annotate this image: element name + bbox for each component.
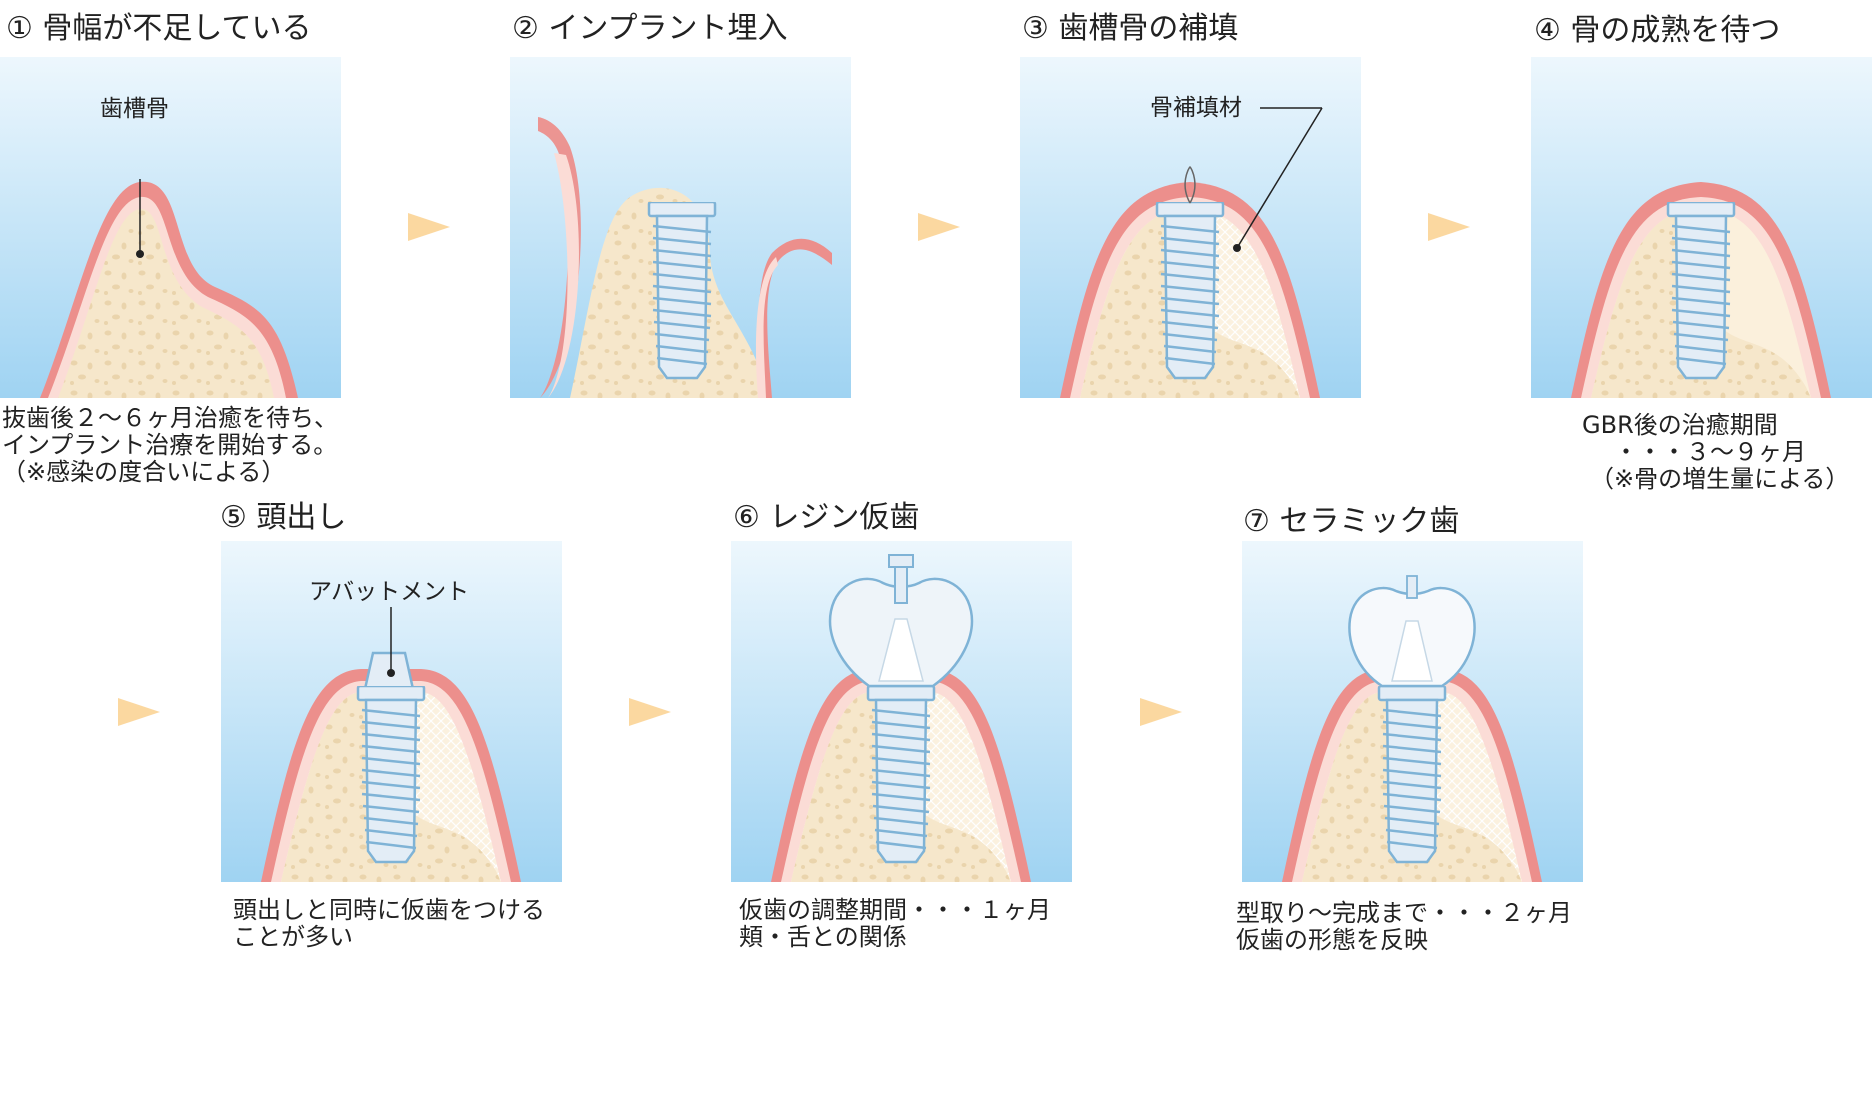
implant-screw-icon (1377, 686, 1447, 864)
step-6-caption: 仮歯の調整期間・・・１ヶ月 頬・舌との関係 (739, 897, 1051, 951)
implant-screw-icon (1666, 202, 1736, 380)
step-3-illustration: 骨補填材 (1020, 57, 1361, 398)
step-5-label: アバットメント (309, 579, 469, 605)
implant-screw-icon (647, 202, 717, 380)
caption-line: ことが多い (233, 923, 353, 951)
caption-line: 型取り〜完成まで・・・２ヶ月 (1236, 899, 1572, 927)
arrow-right-icon (629, 698, 671, 726)
caption-line: 抜歯後２〜６ヶ月治癒を待ち、 (2, 404, 338, 432)
step-3-label: 骨補填材 (1150, 95, 1242, 121)
implant-screw-icon (1155, 202, 1225, 380)
step-1-caption: 抜歯後２〜６ヶ月治癒を待ち、 インプラント治療を開始する。 （※感染の度合いによ… (2, 405, 338, 486)
arrow-right-icon (1140, 698, 1182, 726)
step-7-caption: 型取り〜完成まで・・・２ヶ月 仮歯の形態を反映 (1236, 900, 1572, 954)
step-4-title: ④ 骨の成熟を待つ (1534, 13, 1781, 48)
caption-line: （※骨の増生量による） (1590, 465, 1850, 493)
step-4-illustration (1531, 57, 1872, 398)
caption-line: インプラント治療を開始する。 (2, 431, 338, 459)
step-1-title: ① 骨幅が不足している (6, 11, 312, 46)
arrow-right-icon (1428, 213, 1470, 241)
implant-screw-icon (356, 686, 426, 864)
suture-icon (1184, 165, 1196, 204)
step-1-illustration: 歯槽骨 (0, 57, 341, 398)
arrow-right-icon (918, 213, 960, 241)
step-4-caption: GBR後の治癒期間 ・・・３〜９ヶ月 （※骨の増生量による） (1582, 412, 1849, 493)
caption-line: 頭出しと同時に仮歯をつける (233, 896, 545, 924)
step-5-illustration: アバットメント (221, 541, 562, 882)
caption-line: ・・・３〜９ヶ月 (1614, 438, 1806, 466)
step-1-label: 歯槽骨 (100, 96, 169, 122)
caption-line: 仮歯の形態を反映 (1236, 926, 1428, 954)
step-6-illustration (731, 541, 1072, 882)
step-5-caption: 頭出しと同時に仮歯をつける ことが多い (233, 897, 545, 951)
step-7-title: ⑦ セラミック歯 (1243, 504, 1460, 539)
step-6-title: ⑥ レジン仮歯 (733, 500, 920, 535)
step-2-illustration (510, 57, 851, 398)
step-2-title: ② インプラント埋入 (512, 11, 788, 46)
caption-line: 頬・舌との関係 (739, 923, 907, 951)
step-5-title: ⑤ 頭出し (220, 500, 347, 535)
caption-line: （※感染の度合いによる） (2, 458, 286, 486)
arrow-right-icon (408, 213, 450, 241)
caption-line: 仮歯の調整期間・・・１ヶ月 (739, 896, 1051, 924)
caption-line: GBR後の治癒期間 (1582, 411, 1778, 439)
pointer-dot (136, 250, 144, 258)
step-3-title: ③ 歯槽骨の補填 (1022, 11, 1239, 46)
implant-screw-icon (866, 686, 936, 864)
step-7-illustration (1242, 541, 1583, 882)
arrow-right-icon (118, 698, 160, 726)
